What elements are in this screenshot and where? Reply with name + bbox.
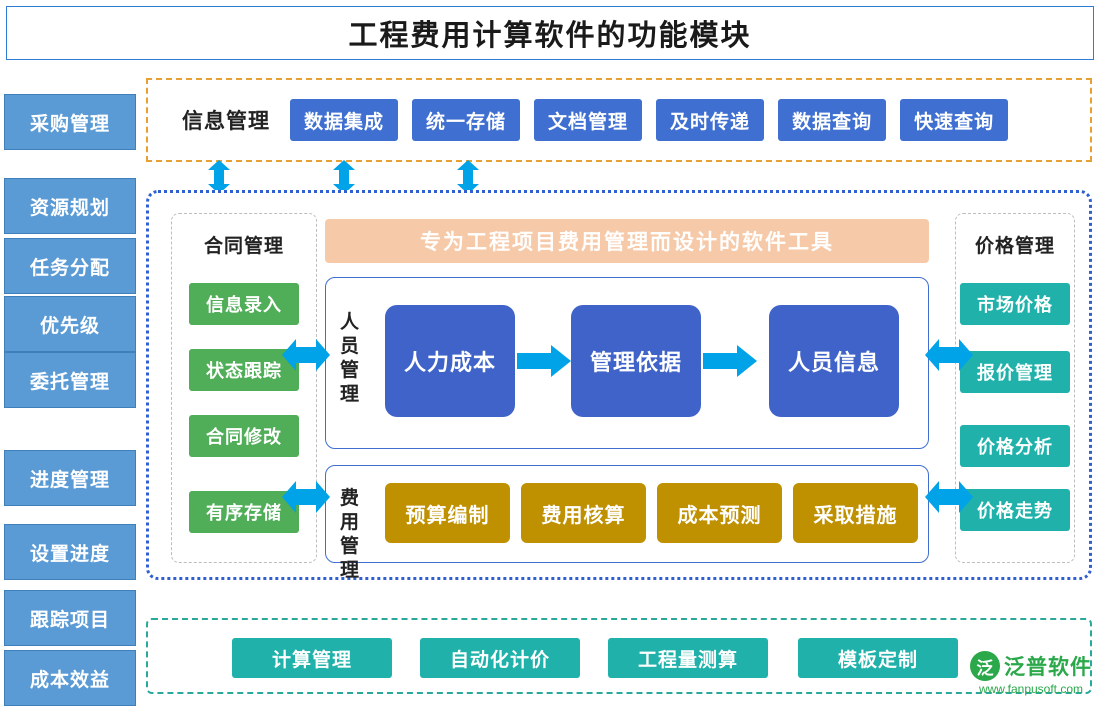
bottom-feature-band: 计算管理 自动化计价 工程量测算 模板定制 [146,618,1092,694]
sidebar-item-label: 采购管理 [29,113,110,135]
chip-contract-modify[interactable]: 合同修改 [189,415,299,457]
chip-price-trend[interactable]: 价格走势 [960,489,1070,531]
chip-info-entry[interactable]: 信息录入 [189,283,299,325]
box-personnel-info[interactable]: 人员信息 [769,305,899,417]
sidebar-item-cost-benefit[interactable]: 成本效益 [4,650,136,706]
main-module-area: 合同管理 信息录入 状态跟踪 合同修改 有序存储 专为工程项目费用管理而设计的软… [146,190,1092,581]
box-management-basis[interactable]: 管理依据 [571,305,701,417]
bottom-chip-quantity-estimation[interactable]: 工程量测算 [608,638,768,678]
bottom-chip-automated-pricing[interactable]: 自动化计价 [420,638,580,678]
arrow-left-right-contract-cost [282,481,330,513]
band-label-information-management: 信息管理 [182,110,270,133]
sidebar-item-resource-planning[interactable]: 资源规划 [4,178,136,234]
box-labor-cost[interactable]: 人力成本 [385,305,515,417]
design-purpose-banner: 专为工程项目费用管理而设计的软件工具 [325,219,929,263]
bottom-chip-template-customization[interactable]: 模板定制 [798,638,958,678]
bottom-chip-calculation-management[interactable]: 计算管理 [232,638,392,678]
box-take-measures[interactable]: 采取措施 [793,483,918,543]
arrow-up-down-2 [333,160,355,194]
band-chip-data-integration[interactable]: 数据集成 [290,99,399,141]
sidebar-item-procurement[interactable]: 采购管理 [4,94,136,150]
arrow-left-right-cost-price [925,481,973,513]
chip-market-price[interactable]: 市场价格 [960,283,1070,325]
chip-status-tracking[interactable]: 状态跟踪 [189,349,299,391]
sidebar-item-priority[interactable]: 优先级 [4,296,136,352]
price-management-title: 价格管理 [974,236,1055,257]
sidebar-item-label: 成本效益 [29,669,110,691]
box-cost-accounting[interactable]: 费用核算 [521,483,646,543]
band-chip-fast-query[interactable]: 快速查询 [900,99,1009,141]
sidebar-item-label: 设置进度 [29,543,110,565]
information-management-band: 信息管理 数据集成 统一存储 文档管理 及时传递 数据查询 快速查询 [146,78,1092,162]
sidebar-item-label: 优先级 [39,315,100,337]
arrow-right-personnel-1 [517,345,571,377]
sidebar-item-label: 任务分配 [29,257,110,279]
band-chip-unified-storage[interactable]: 统一存储 [412,99,521,141]
sidebar-item-label: 跟踪项目 [29,609,110,631]
sidebar-item-label: 资源规划 [29,197,110,219]
cost-management-label: 费用管理 [339,488,360,581]
arrow-left-right-contract-personnel [282,339,330,371]
box-budget-preparation[interactable]: 预算编制 [385,483,510,543]
sidebar-item-label: 进度管理 [29,469,110,491]
arrow-up-down-1 [208,160,230,194]
sidebar-item-track-project[interactable]: 跟踪项目 [4,590,136,646]
band-chip-timely-delivery[interactable]: 及时传递 [656,99,765,141]
chip-quotation-management[interactable]: 报价管理 [960,351,1070,393]
band-chip-data-query[interactable]: 数据查询 [778,99,887,141]
chip-ordered-storage[interactable]: 有序存储 [189,491,299,533]
box-cost-forecast[interactable]: 成本预测 [657,483,782,543]
chip-price-analysis[interactable]: 价格分析 [960,425,1070,467]
contract-management-title: 合同管理 [203,236,284,257]
personnel-management-label: 人员管理 [339,312,360,405]
arrow-left-right-personnel-price [925,339,973,371]
arrow-right-personnel-2 [703,345,757,377]
sidebar-item-label: 委托管理 [29,371,110,393]
page-title-text: 工程费用计算软件的功能模块 [348,20,752,52]
sidebar-item-task-assignment[interactable]: 任务分配 [4,238,136,294]
arrow-up-down-3 [457,160,479,194]
sidebar-item-delegation[interactable]: 委托管理 [4,352,136,408]
page-title: 工程费用计算软件的功能模块 [6,6,1094,60]
band-chip-document-management[interactable]: 文档管理 [534,99,643,141]
sidebar-item-set-schedule[interactable]: 设置进度 [4,524,136,580]
sidebar-item-schedule-management[interactable]: 进度管理 [4,450,136,506]
